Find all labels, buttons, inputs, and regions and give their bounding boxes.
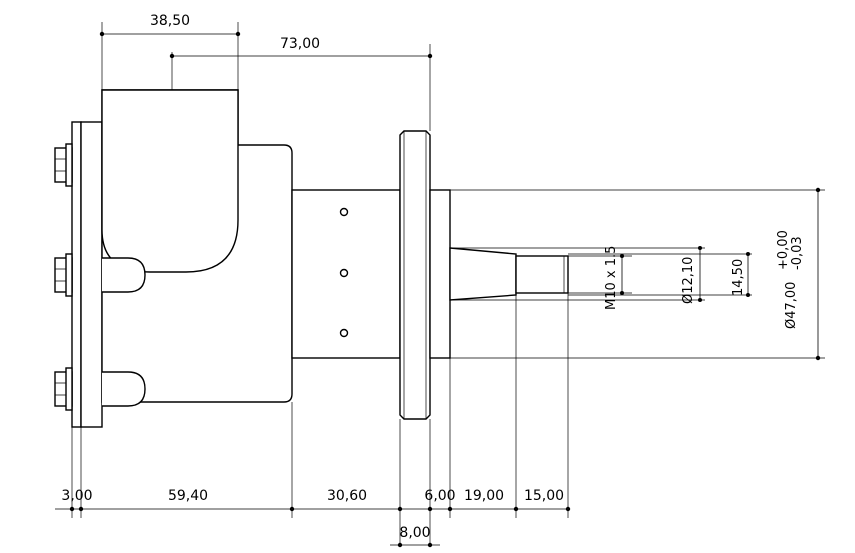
dimension-bottom-chain: 3,00 59,40 30,60 6,00 19,00 15,00 8,00 [55,293,571,548]
dim-8-00-label: 8,00 [399,525,430,541]
mounting-plate-thin [71,121,82,428]
dimension-overall-top: 73,00 [169,36,433,131]
dim-73-00-label: 73,00 [280,36,320,52]
boss-lower [102,371,146,407]
spigot [429,189,451,359]
hole-1 [339,207,349,217]
dim-38-50-label: 38,50 [150,13,190,29]
part-outline [54,89,569,428]
hole-2 [339,268,349,278]
tapered-shaft [449,247,517,301]
upper-tank [101,89,239,273]
dimension-right-vertical: M10 x 1.5 Ø12,10 14,50 Ø47,00 +0,00 -0,0… [450,187,825,361]
taper-diameter-label: Ø12,10 [681,257,696,304]
tolerance-upper-label: +0,00 [776,230,791,270]
boss-upper [102,257,146,293]
tolerance-lower-label: -0,03 [790,236,805,270]
spigot-diameter-label: Ø47,00 [784,282,799,329]
mounting-plate [80,121,103,428]
dim-6-00-label: 6,00 [424,488,455,504]
thread-major-label: 14,50 [731,259,746,296]
bolt-bottom [54,367,73,411]
flange [399,130,431,420]
dim-15-00-label: 15,00 [524,488,564,504]
threaded-end [515,255,569,294]
thread-spec-label: M10 x 1.5 [604,246,619,310]
dim-30-60-label: 30,60 [327,488,367,504]
bolt-top [54,143,73,187]
dim-3-00-label: 3,00 [61,488,92,504]
dim-59-40-label: 59,40 [168,488,208,504]
dim-19-00-label: 19,00 [464,488,504,504]
bolt-middle [54,253,73,297]
dimension-top-width: 38,50 [99,13,241,90]
hole-3 [339,328,349,338]
